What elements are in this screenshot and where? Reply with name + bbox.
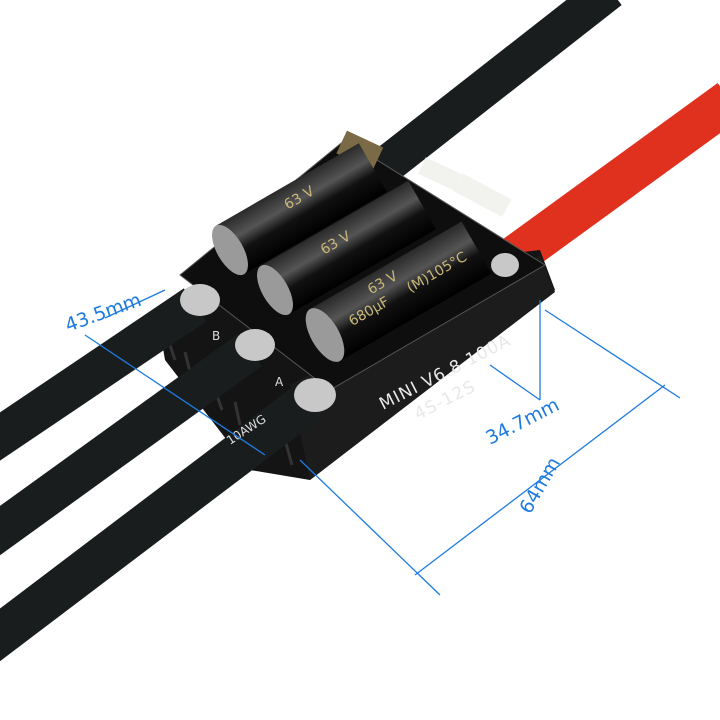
dimension-lines (84, 289, 681, 596)
pad-label-b: B (212, 329, 220, 343)
solder-joint-c (180, 284, 220, 316)
motor-cable-b (0, 333, 262, 556)
signal-connector (418, 157, 462, 191)
capacitor-1: 63 V (212, 143, 387, 276)
solder-joint-a (294, 378, 336, 412)
solder-joint-b (235, 329, 275, 361)
capacitor-3: 63 V 680µF (M)105°C (305, 221, 492, 362)
height-dimension: 34.7mm (482, 394, 563, 450)
length-dimension: 64mm (515, 453, 565, 517)
capacitor-2: 63 V (257, 180, 437, 316)
red-power-cable (497, 83, 720, 277)
motor-cable-a (0, 383, 323, 662)
heatsink-front-face (290, 255, 555, 480)
top-cable (368, 0, 622, 185)
pad-label-a: A (275, 375, 284, 389)
solder-joint-power (491, 253, 519, 277)
signal-connector-2 (453, 173, 512, 217)
motor-cable-c (0, 288, 207, 461)
